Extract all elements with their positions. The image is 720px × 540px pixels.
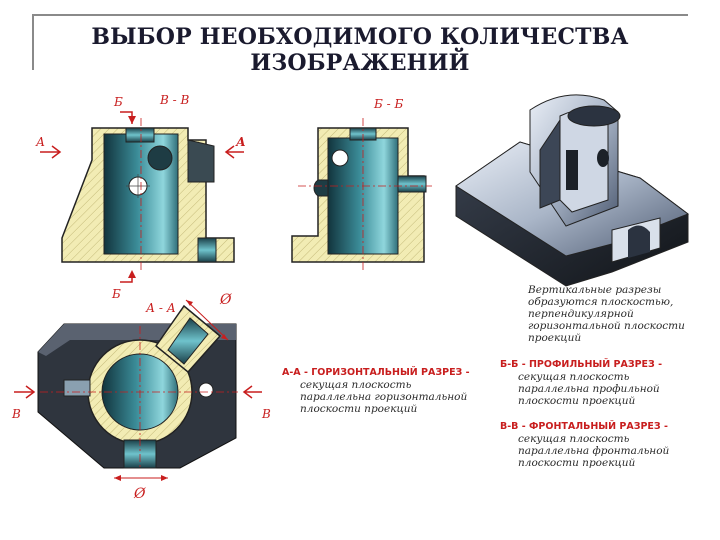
section-vv-view [61,118,235,270]
note-section-aa: А-А - ГОРИЗОНТАЛЬНЫЙ РАЗРЕЗ - секущая пл… [282,366,482,415]
frame-left-line [32,14,34,70]
note-section-bb: Б-Б - ПРОФИЛЬНЫЙ РАЗРЕЗ - секущая плоско… [500,358,700,407]
note-vv-text: секущая плоскость параллельна фронтально… [518,433,670,469]
title-line-1: ВЫБОР НЕОБХОДИМОГО КОЛИЧЕСТВА [91,24,629,50]
label-section-bb: Б - Б [373,97,404,111]
label-b-bottom: Б [111,287,121,301]
note-vertical-sections: Вертикальные разрезы образуются плоскост… [528,284,704,344]
note-vertical-text: Вертикальные разрезы образуются плоскост… [528,284,685,344]
label-a-right: А [235,135,246,149]
isometric-cutaway-view [455,94,690,287]
note-bb-text: секущая плоскость параллельна профильной… [518,371,660,407]
label-v-right: В [261,407,271,421]
section-bb-view [291,118,432,270]
label-a-left: А [35,135,45,149]
slide-title: ВЫБОР НЕОБХОДИМОГО КОЛИЧЕСТВА ИЗОБРАЖЕНИ… [40,24,680,76]
label-diameter-bottom: Ø [133,486,146,502]
label-section-vv: В - В [159,93,190,107]
label-diameter-top: Ø [219,292,232,308]
dimension-lines [14,299,262,481]
section-aa-view [37,304,238,470]
label-b-top: Б [113,95,123,109]
note-aa-text: секущая плоскость параллельна горизонтал… [300,379,468,415]
note-section-vv: В-В - ФРОНТАЛЬНЫЙ РАЗРЕЗ - секущая плоск… [500,420,700,469]
label-v-left: В [11,407,21,421]
note-bb-heading: Б-Б - ПРОФИЛЬНЫЙ РАЗРЕЗ - [500,359,663,370]
title-line-2: ИЗОБРАЖЕНИЙ [250,50,470,76]
note-aa-heading: А-А - ГОРИЗОНТАЛЬНЫЙ РАЗРЕЗ - [282,367,470,378]
note-vv-heading: В-В - ФРОНТАЛЬНЫЙ РАЗРЕЗ - [500,421,668,432]
label-section-aa: А - А [145,301,176,315]
frame-top-line [32,14,688,16]
cutting-plane-marks [40,111,244,283]
